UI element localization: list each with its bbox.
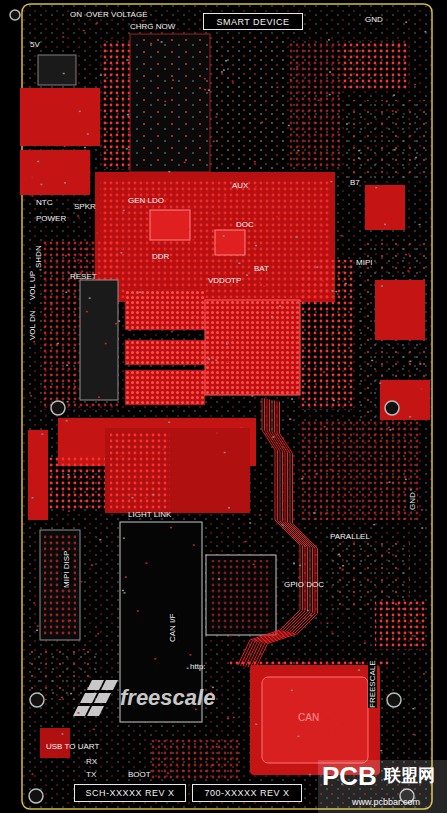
silkscreen-label: http: [190, 662, 206, 671]
silkscreen-label: GND [408, 492, 417, 510]
silkscreen-label: TX [86, 770, 96, 779]
silkscreen-label: RX [86, 757, 97, 766]
silkscreen-label: AUX [232, 181, 248, 190]
silkscreen-label: freescale [120, 686, 215, 710]
silkscreen-label: 5V [30, 40, 40, 49]
silkscreen-label: FREESCALE [368, 660, 377, 708]
silkscreen-label: CHRG NOW [130, 22, 175, 31]
silkscreen-label: NTC [36, 198, 52, 207]
watermark-text: PCB [322, 762, 377, 790]
silkscreen-label: CAN I/F [168, 614, 177, 642]
watermark-text: www.pcbbar.com [352, 797, 420, 808]
silkscreen-label: ON [70, 10, 82, 19]
silkscreen-label: OVER VOLTAGE [86, 10, 148, 19]
silkscreen-label: DDR [152, 252, 169, 261]
watermark-text: 联盟网 [384, 766, 435, 785]
silkscreen-text: SCH-XXXXX REV X [85, 788, 174, 798]
silkscreen-label: RESET [70, 272, 97, 281]
silkscreen-label: SPKR [74, 202, 96, 211]
silkscreen-label: BOOT [128, 770, 151, 779]
silkscreen-text: 700-XXXXX REV X [204, 788, 289, 798]
silkscreen-label: GEN LDO [128, 196, 164, 205]
silkscreen-label: SHDN [34, 245, 43, 268]
silkscreen-label: PARALLEL [330, 532, 370, 541]
silkscreen-label: BAT [254, 264, 269, 273]
silkscreen-box: 700-XXXXX REV X [192, 784, 302, 802]
silkscreen-label: MIPI DISP [62, 551, 71, 588]
silkscreen-label: GPIO DOC [284, 580, 324, 589]
silkscreen-label: CAN [298, 712, 319, 724]
silkscreen-label: GND [365, 15, 383, 24]
silkscreen-label: MIPI [356, 258, 372, 267]
silkscreen-box: SMART DEVICE [203, 13, 303, 30]
silkscreen-label: LIGHT LINK [128, 510, 171, 519]
silkscreen-label: VOL UP [28, 271, 37, 300]
silkscreen-label: VOL DN [28, 311, 37, 341]
silkscreen-label: B7 [350, 178, 360, 187]
silkscreen-text: SMART DEVICE [216, 17, 289, 27]
silkscreen-box: SCH-XXXXX REV X [74, 784, 186, 802]
silkscreen-label: POWER [36, 214, 66, 223]
silkscreen-label: VDDOTP [208, 276, 241, 285]
silkscreen-label: USB TO UART [46, 742, 99, 751]
silkscreen-label: DOC [236, 220, 254, 229]
